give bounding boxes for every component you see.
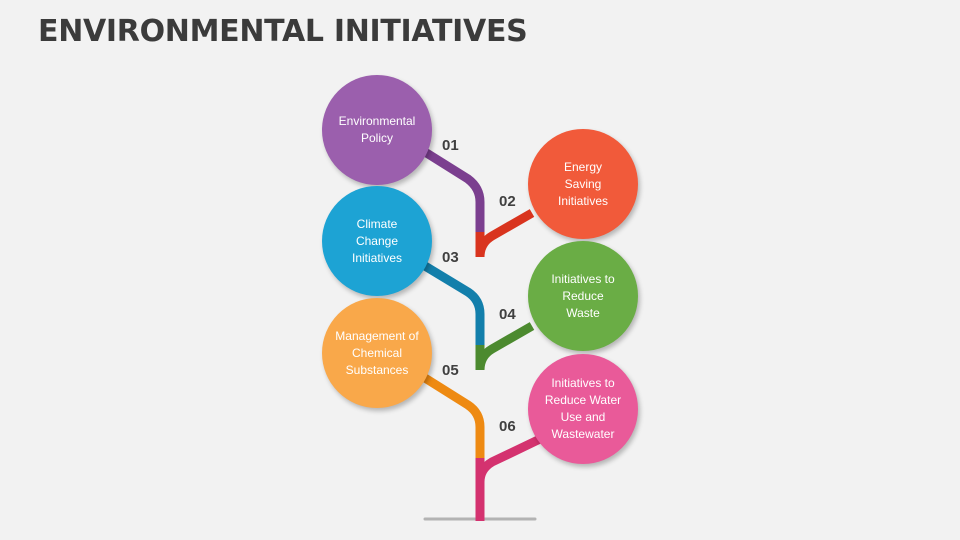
- step-number-04: 04: [499, 306, 516, 323]
- node-environmental-policy: Environmental Policy: [322, 75, 432, 185]
- step-number-06: 06: [499, 418, 516, 435]
- node-label: Environmental Policy: [338, 114, 416, 145]
- node-reduce-waste: Initiatives to Reduce Waste: [528, 241, 638, 351]
- node-label: Management of Chemical Substances: [335, 328, 419, 377]
- node-climate-change: Climate Change Initiatives: [322, 186, 432, 296]
- branch-06: [475, 434, 542, 483]
- node-label: Initiatives to Reduce Waste: [551, 271, 615, 320]
- node-energy-saving: Energy Saving Initiatives: [528, 129, 638, 239]
- node-label: Climate Change Initiatives: [351, 216, 403, 265]
- node-reduce-water: Initiatives to Reduce Water Use and Wast…: [528, 354, 638, 464]
- step-number-02: 02: [499, 193, 516, 210]
- step-number-05: 05: [442, 362, 459, 379]
- page-title: ENVIRONMENTAL INITIATIVES: [38, 14, 528, 49]
- node-label: Initiatives to Reduce Water Use and Wast…: [544, 376, 622, 441]
- step-number-03: 03: [442, 249, 459, 266]
- branch-02: [475, 209, 535, 258]
- branch-05: [422, 374, 485, 458]
- step-number-01: 01: [442, 137, 459, 154]
- branch-01: [422, 148, 485, 232]
- node-chemical-substances: Management of Chemical Substances: [322, 298, 432, 408]
- branch-03: [422, 262, 485, 345]
- branch-04: [475, 322, 535, 371]
- node-label: Energy Saving Initiatives: [557, 159, 609, 208]
